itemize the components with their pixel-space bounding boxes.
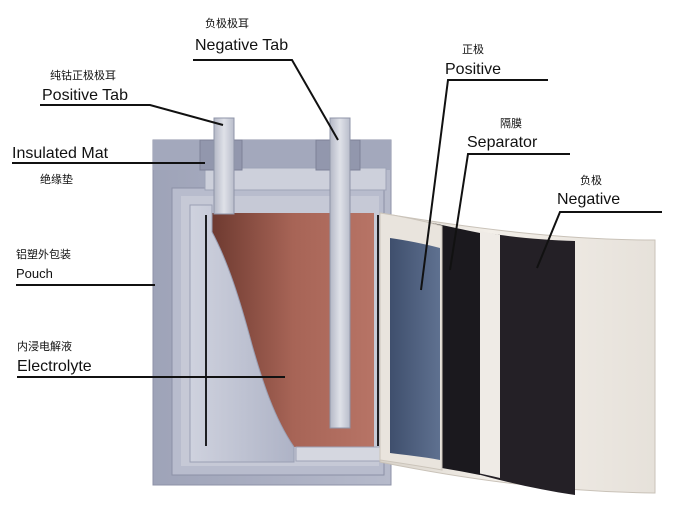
electrolyte-label-en: Electrolyte — [17, 358, 92, 375]
leader-positive — [420, 79, 548, 291]
positive-tab-label-zh: 纯钴正极极耳 — [50, 68, 116, 82]
pouch-label-en: Pouch — [16, 266, 53, 281]
pouch-label-zh: 铝塑外包装 — [16, 247, 71, 261]
positive-tab-label-en: Positive Tab — [42, 87, 128, 104]
leader-negative-tab — [193, 59, 339, 141]
leader-positive-tab — [40, 104, 224, 126]
insulated-mat-label-en: Insulated Mat — [12, 145, 109, 162]
leader-negative — [536, 211, 662, 269]
negative-label-en: Negative — [557, 191, 620, 208]
separator-label-en: Separator — [467, 134, 538, 151]
positive-tab — [199, 117, 243, 215]
positive-layer — [390, 238, 440, 460]
insulated-mat-label-zh: 绝缘垫 — [40, 172, 73, 186]
inner-wrap — [189, 204, 295, 463]
negative-tab-label-zh: 负极极耳 — [205, 16, 249, 30]
peeled-layers — [379, 212, 656, 495]
electrolyte-label-zh: 内浸电解液 — [17, 339, 72, 353]
separator-label-zh: 隔膜 — [500, 117, 522, 130]
negative-label-zh: 负极 — [580, 173, 602, 187]
leader-separator — [449, 153, 570, 271]
positive-label-en: Positive — [445, 61, 501, 78]
negative-tab — [315, 117, 361, 429]
negative-tab-label-en: Negative Tab — [195, 37, 288, 54]
positive-label-zh: 正极 — [462, 42, 484, 56]
